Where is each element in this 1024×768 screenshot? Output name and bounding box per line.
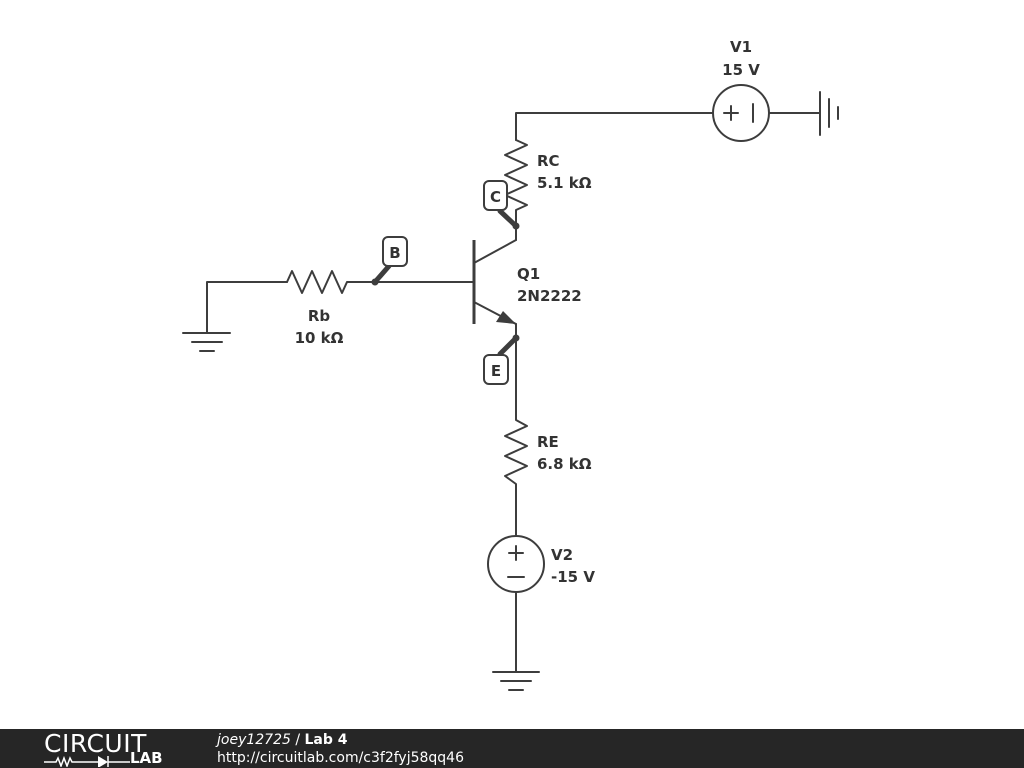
probe-e[interactable]: E [483, 335, 519, 385]
probe-b-label: B [389, 244, 400, 262]
circuitlab-logo[interactable]: CIRCUIT LAB [44, 731, 178, 767]
q1-model-label: 2N2222 [517, 287, 582, 305]
ground-symbol-v1 [819, 91, 839, 136]
resistor-rc[interactable] [504, 139, 528, 227]
circuit-meta: joey12725 / Lab 4 http://circuitlab.com/… [217, 731, 464, 767]
rb-value-label: 10 kΩ [295, 329, 344, 347]
rb-name-label: Rb [308, 307, 331, 325]
resistor-re[interactable] [504, 337, 528, 537]
footer-bar: CIRCUIT LAB joey12725 / Lab 4 http://cir… [0, 729, 1024, 768]
emitter-arrow-icon [496, 311, 516, 324]
v2-value-label: -15 V [551, 568, 595, 586]
re-value-label: 6.8 kΩ [537, 455, 592, 473]
voltage-source-v1[interactable] [712, 84, 770, 142]
logo-circuit-text: CIRCUIT [44, 729, 147, 758]
q1-name-label: Q1 [517, 265, 540, 283]
probe-c-label: C [490, 188, 501, 206]
v1-name-label: V1 [730, 38, 752, 56]
probe-e-label: E [491, 362, 501, 380]
transistor-q1[interactable] [472, 225, 517, 339]
top-rail-wire [515, 112, 821, 141]
probe-c[interactable]: C [483, 180, 519, 229]
voltage-source-v2[interactable] [487, 535, 545, 593]
probe-b[interactable]: B [372, 236, 408, 285]
v2-name-label: V2 [551, 546, 573, 564]
rc-value-label: 5.1 kΩ [537, 174, 592, 192]
logo-circuit-icon [44, 755, 130, 767]
byline-separator: / [290, 732, 305, 748]
re-name-label: RE [537, 433, 559, 451]
author-link[interactable]: joey12725 [217, 732, 291, 748]
circuit-byline: joey12725 / Lab 4 [217, 731, 464, 749]
v1-value-label: 15 V [722, 61, 760, 79]
ground-symbol-rb [182, 281, 288, 352]
logo-lab-text: LAB [130, 749, 163, 767]
ground-symbol-v2 [492, 591, 540, 691]
circuit-schematic: V1 15 V RC 5.1 kΩ C Q1 2N2222 Rb 10 kΩ [182, 38, 839, 691]
rc-name-label: RC [537, 152, 560, 170]
circuit-url[interactable]: http://circuitlab.com/c3f2fyj58qq46 [217, 750, 464, 766]
resistor-rb[interactable] [286, 270, 475, 294]
circuit-title[interactable]: Lab 4 [304, 732, 348, 748]
